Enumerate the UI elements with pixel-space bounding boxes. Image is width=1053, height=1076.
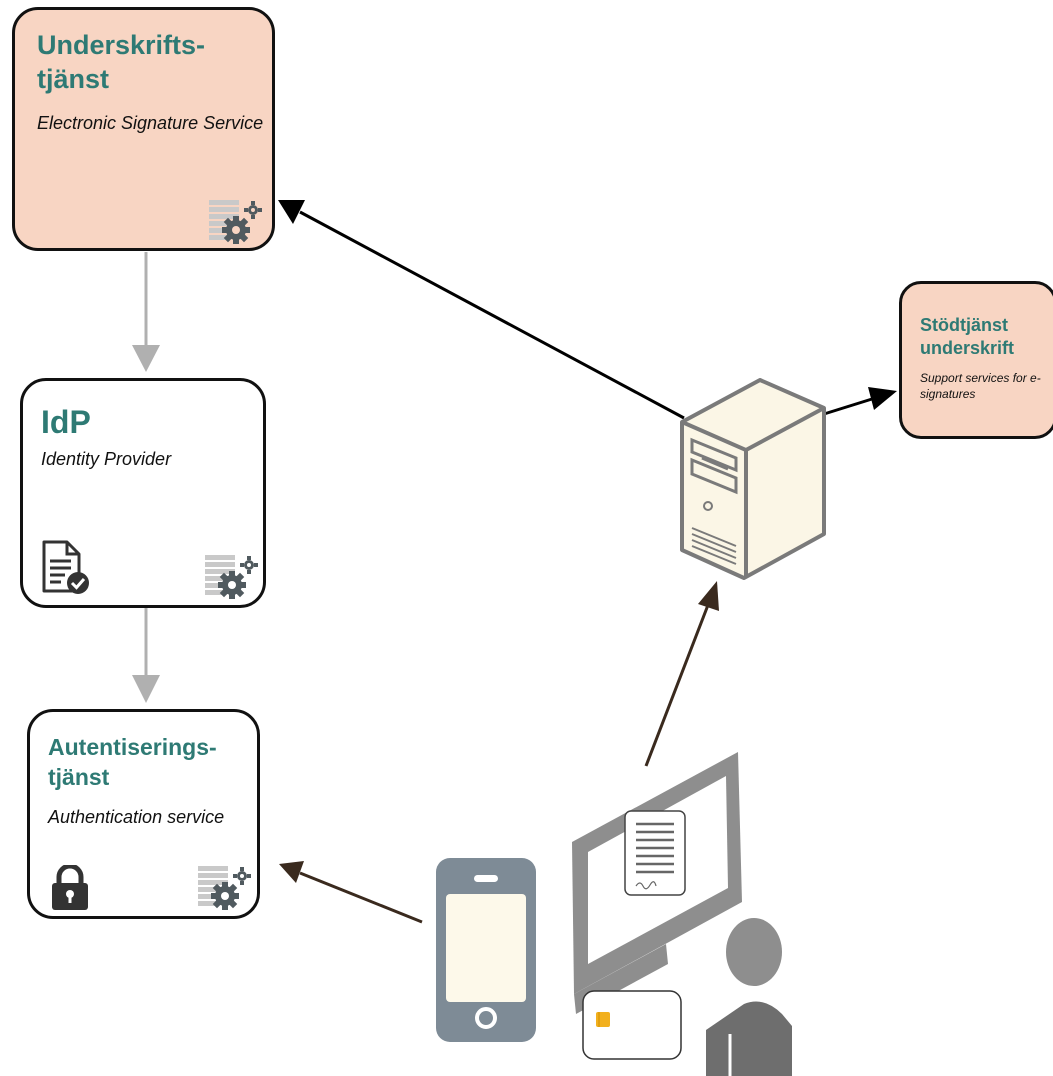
edge-server-to-signature (278, 200, 685, 420)
smart-card-icon (582, 990, 682, 1060)
edge-mobile-to-authentication (279, 861, 423, 924)
settings-table-icon (198, 866, 251, 910)
edge-signature-to-idp (132, 252, 160, 372)
document-check-icon (42, 540, 89, 594)
idp-subtitle: Identity Provider (41, 449, 172, 469)
padlock-icon (52, 865, 88, 910)
idp-title: IdP (41, 404, 91, 440)
settings-table-icon (209, 200, 262, 244)
edge-user-to-server (644, 581, 719, 767)
signed-document-icon (624, 810, 686, 896)
settings-table-icon (205, 555, 258, 599)
signature-service-title: Underskrifts-tjänst (37, 30, 206, 94)
signature-service-subtitle: Electronic Signature Service (37, 113, 264, 133)
user-person-icon (706, 918, 792, 1076)
support-services-title: Stödtjänst underskrift (920, 315, 1015, 358)
edge-server-to-support (823, 387, 897, 416)
idp-box: IdP Identity Provider (20, 378, 266, 608)
server-tower-icon (680, 378, 826, 580)
support-services-box: Stödtjänst underskrift Support services … (899, 281, 1053, 439)
authentication-subtitle: Authentication service (48, 807, 225, 827)
signature-service-box: Underskrifts-tjänst Electronic Signature… (12, 7, 275, 251)
authentication-box: Autentiserings-tjänst Authentication ser… (27, 709, 260, 919)
authentication-title: Autentiserings-tjänst (48, 734, 217, 790)
mobile-phone-icon (436, 858, 536, 1042)
support-services-subtitle: Support services for e-signatures (920, 371, 1041, 401)
edge-idp-to-authentication (132, 608, 160, 703)
